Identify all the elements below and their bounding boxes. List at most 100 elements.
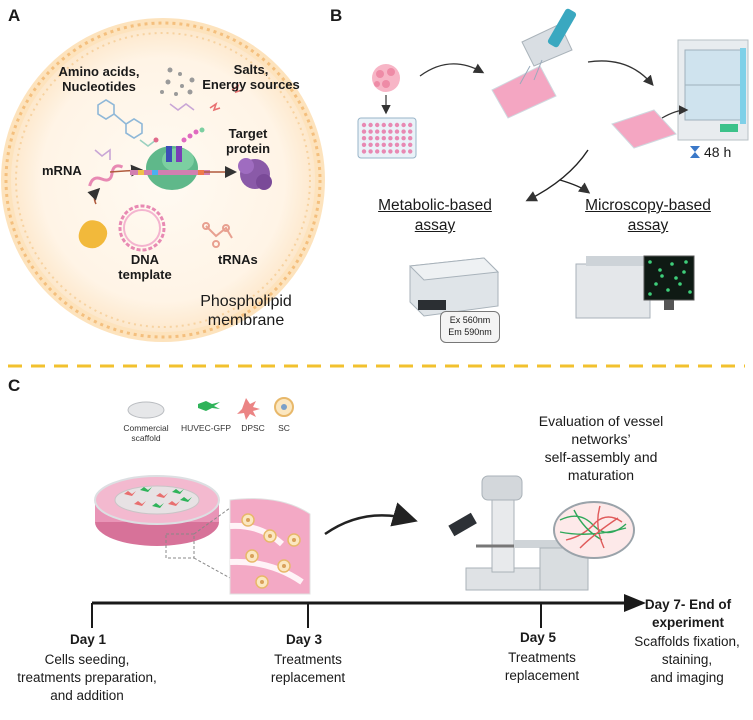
plate-well (381, 142, 386, 147)
seeded-cell (152, 503, 164, 508)
sc-bead-core (282, 564, 286, 568)
panel-c-letter: C (8, 376, 21, 395)
panel-b-letter: B (330, 6, 343, 25)
seeded-cell (172, 489, 184, 494)
phospholipid-label: Phospholipid membrane (186, 292, 306, 330)
energy-sources-text: Energy sources (202, 77, 300, 92)
day5-line-2: replacement (504, 668, 580, 683)
amino-acid-molecules (94, 99, 195, 160)
legend-dpsc: DPSC (241, 423, 265, 433)
timeline-axis (91, 594, 646, 628)
gfp-cell (660, 274, 664, 278)
ribosome (130, 127, 210, 190)
plate-well (401, 142, 406, 147)
incubation-duration: 48 h (704, 144, 732, 160)
cell-suspension-icon (372, 64, 400, 115)
dna-text: DNA (130, 252, 160, 267)
gfp-cell (678, 282, 682, 286)
day7-title-line-1: Day 7- End of (644, 597, 732, 612)
gfp-cell (684, 260, 688, 264)
mrna-label: mRNA (42, 163, 82, 178)
amino-acids-label: Amino acids, Nucleotides (44, 64, 154, 94)
sc-bead-core (292, 538, 296, 542)
plate-well (375, 129, 380, 134)
gfp-cell (654, 282, 658, 286)
well-plate-incubation (611, 105, 689, 149)
nucleotides-text: Nucleotides (62, 79, 136, 94)
evaluation-caption: Evaluation of vessel networks’ self-asse… (516, 412, 686, 484)
legend-commercial-scaffold: Commercial scaffold (116, 423, 176, 443)
metabolic-assay-title: Metabolic-based assay (370, 196, 500, 236)
microscopy-assay-title: Microscopy-based assay (578, 196, 718, 236)
evaluation-line-4: maturation (567, 467, 635, 483)
sc-bead-core (246, 518, 250, 522)
day1-description: Cells seeding, treatments preparation, a… (2, 651, 172, 705)
target-text: Target (228, 126, 268, 141)
sc-bead-core (250, 554, 254, 558)
plate-well (401, 136, 406, 141)
imaging-system (575, 255, 695, 319)
plate-well (381, 129, 386, 134)
plate-well (375, 122, 380, 128)
dna-template-label: DNA template (100, 252, 190, 282)
plate-well (388, 142, 393, 147)
seeded-cell (180, 497, 192, 502)
evaluation-line-3: self-assembly and (544, 449, 658, 465)
gfp-cell (688, 290, 692, 294)
multichannel-pipette (491, 8, 577, 119)
plate-well (408, 122, 413, 128)
microscopy-text: Microscopy-based (585, 197, 711, 214)
trnas-label: tRNAs (218, 252, 258, 267)
gfp-cell (648, 260, 652, 264)
plate-well (388, 122, 393, 128)
day1-line-3: and addition (50, 688, 124, 703)
vessel-segment (579, 517, 619, 549)
day3-description: Treatments replacement (238, 651, 378, 687)
salt-particles (160, 67, 243, 112)
plate-well (361, 129, 367, 134)
hourglass-icon (690, 146, 700, 158)
legend-huvec: HUVEC-GFP (180, 423, 232, 433)
day3-line-1: Treatments (274, 652, 342, 667)
day7-title: Day 7- End of experiment (626, 596, 750, 632)
evaluation-line-1: Evaluation of vessel (538, 413, 664, 429)
seeded-cell (124, 491, 136, 496)
plate-well (361, 142, 367, 147)
day7-line-3: and imaging (650, 670, 724, 685)
seeded-cell (134, 501, 146, 506)
protein-text: protein (225, 141, 271, 156)
vessel-segment (573, 509, 603, 541)
gfp-cell (666, 288, 670, 292)
plate-well (408, 129, 413, 134)
mrna-strand (88, 164, 124, 187)
plate-well (401, 149, 406, 154)
plate-reader (408, 257, 500, 317)
plate-well (394, 122, 400, 128)
gfp-cell (648, 292, 652, 296)
day7-description: Scaffolds fixation, staining, and imagin… (622, 633, 752, 687)
target-protein (238, 158, 272, 190)
panel-a-letter: A (8, 6, 21, 25)
emission-text: Em 590nm (448, 327, 492, 337)
plate-well (394, 142, 400, 147)
plate-well (408, 149, 413, 154)
plate-well (361, 136, 367, 141)
plate-well (401, 122, 406, 128)
polymerase-enzyme (78, 187, 108, 249)
plate-well (394, 129, 400, 134)
zoom-inset (165, 498, 311, 595)
day7-line-2: staining, (661, 652, 713, 667)
plate-well (408, 142, 413, 147)
plate-well (394, 149, 400, 154)
phospholipid-text: Phospholipid (200, 293, 292, 310)
trna-molecule (202, 222, 233, 248)
plate-well (408, 136, 413, 141)
plate-well (368, 149, 373, 154)
day1-title: Day 1 (70, 632, 107, 647)
plate-well (388, 129, 393, 134)
inverted-microscope (448, 475, 589, 591)
template-text: template (118, 267, 172, 282)
plate-well (381, 136, 386, 141)
plate-well (381, 122, 386, 128)
